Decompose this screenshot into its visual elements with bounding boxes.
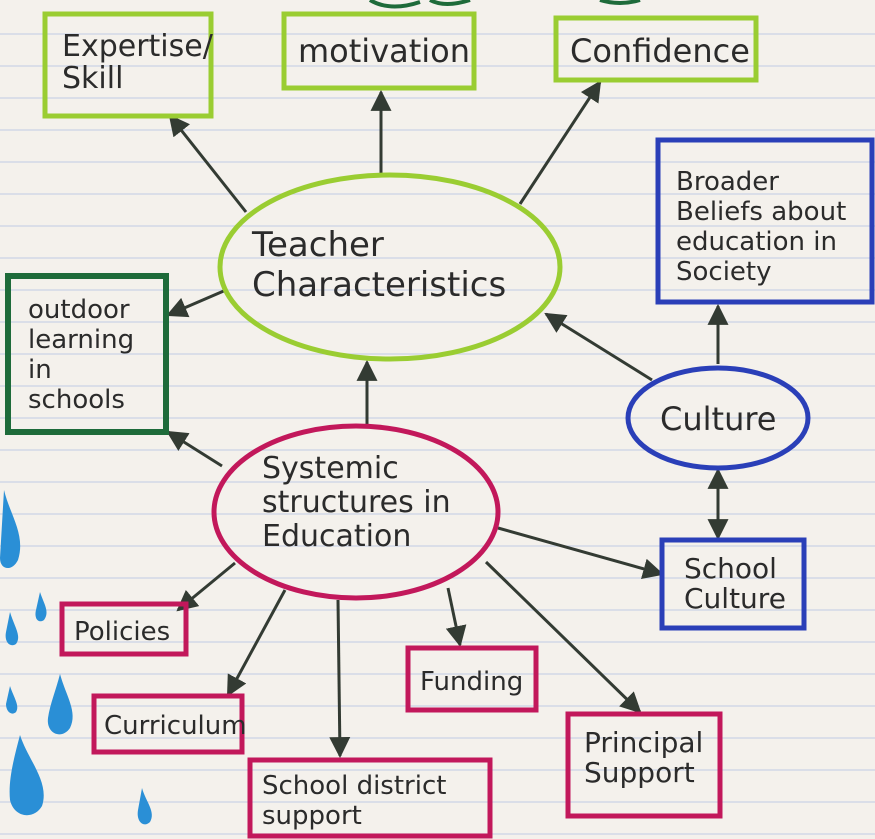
label-line: motivation <box>298 32 470 70</box>
node-culture: Culture <box>625 365 811 471</box>
label-line: Society <box>676 257 772 287</box>
water-drop-icons <box>0 490 152 825</box>
label-line: Beliefs about <box>676 197 846 227</box>
water-drop-icon <box>9 735 44 816</box>
label-line: Expertise/ <box>62 29 214 64</box>
node-confidence: Confidence <box>553 15 759 83</box>
node-policies: Policies <box>59 601 189 657</box>
water-drop-icon <box>137 788 152 825</box>
node-funding: Funding <box>405 645 539 713</box>
label-line: structures in <box>262 485 451 520</box>
label-line: Principal <box>584 726 703 759</box>
label-line: Teacher <box>251 225 384 265</box>
node-expertise: Expertise/Skill <box>42 11 214 119</box>
label-line: Culture <box>684 582 786 615</box>
water-drop-icon <box>47 674 73 735</box>
arrow-teacher-to-outdoor <box>166 288 227 318</box>
label-line: schools <box>28 385 125 415</box>
label-line: Confidence <box>570 32 750 70</box>
water-drop-icon <box>35 592 47 622</box>
arrow-systemic-to-curriculum <box>226 589 287 697</box>
label-line: Policies <box>74 617 170 647</box>
arrow-teacher-to-confidence <box>518 80 602 205</box>
arrows <box>166 80 729 759</box>
arrow-systemic-to-school-culture <box>497 526 665 580</box>
label-line: Skill <box>62 61 123 96</box>
arrow-systemic-to-district <box>329 599 351 759</box>
node-motivation-label: motivation <box>298 32 470 70</box>
nodes: Expertise/Skill motivation Confidence Te… <box>5 11 875 839</box>
label-line: learning <box>28 325 134 355</box>
label-line: School district <box>262 771 446 801</box>
label-line: Culture <box>660 400 776 438</box>
label-line: in <box>28 355 52 385</box>
label-line: Systemic <box>262 451 399 486</box>
node-expertise-label: Expertise/Skill <box>62 29 214 96</box>
node-motivation: motivation <box>281 11 477 91</box>
water-drop-icon <box>0 490 21 569</box>
arrow-systemic-to-principal <box>484 560 642 714</box>
node-curriculum: Curriculum <box>91 693 247 755</box>
node-funding-label: Funding <box>420 667 523 697</box>
label-line: Broader <box>676 167 779 197</box>
label-line: Funding <box>420 667 523 697</box>
node-policies-label: Policies <box>74 617 170 647</box>
arrow-culture-to-teacher <box>544 312 653 382</box>
arrow-teacher-to-expertise <box>168 114 248 213</box>
label-line: Education <box>262 519 411 554</box>
arrow-systemic-to-funding <box>445 587 467 648</box>
node-confidence-label: Confidence <box>570 32 750 70</box>
label-line: Curriculum <box>104 711 247 741</box>
notebook-lines <box>0 33 875 835</box>
label-line: Characteristics <box>252 265 506 305</box>
label-line: support <box>262 801 362 831</box>
label-line: outdoor <box>28 295 130 325</box>
label-line: education in <box>676 227 837 257</box>
water-drop-icon <box>6 686 18 714</box>
label-line: School <box>684 552 777 585</box>
arrow-systemic-to-outdoor <box>166 430 223 468</box>
top-green-arcs <box>368 0 641 9</box>
node-culture-label: Culture <box>660 400 776 438</box>
water-drop-icon <box>5 612 19 646</box>
node-curriculum-label: Curriculum <box>104 711 247 741</box>
label-line: Support <box>584 756 695 789</box>
